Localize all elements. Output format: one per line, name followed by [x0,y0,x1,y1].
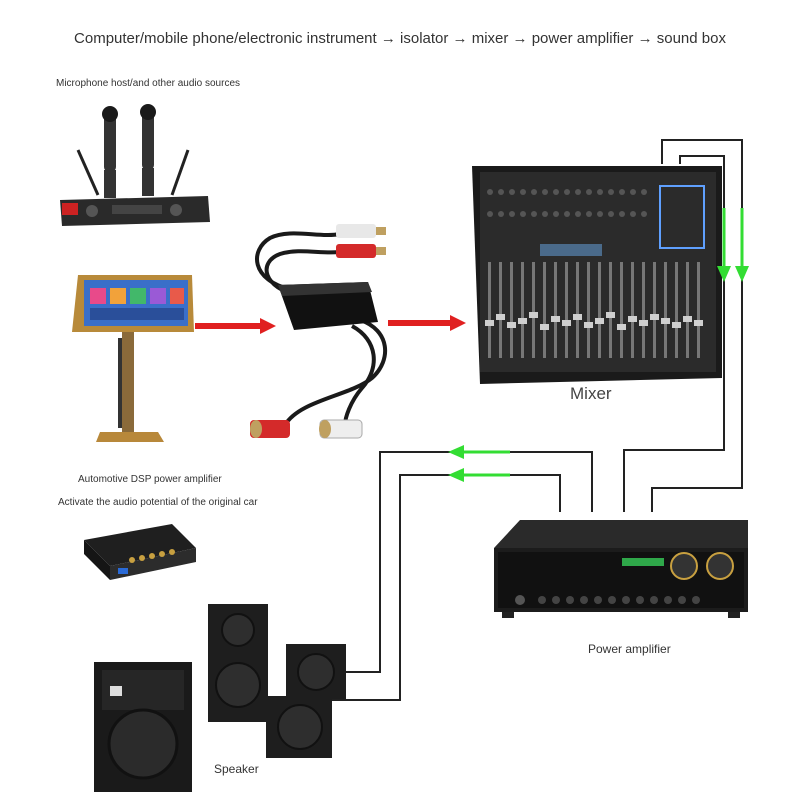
arrow-mixer-output-green [717,208,749,282]
connection-cables [332,139,743,701]
speakers-image [94,604,346,792]
automotive-dsp-image [84,524,196,580]
arrow-source-to-isolator [195,318,276,334]
microphone-receiver-image [60,104,210,226]
mixer-label: Mixer [570,384,612,403]
arrow-amplifier-to-speakers-green [448,445,510,482]
mixer-image [472,166,722,384]
speaker-label: Speaker [214,762,259,776]
power-amplifier-image [494,520,748,618]
automotive-dsp-label: Automotive DSP power amplifier [78,474,222,485]
karaoke-screen-image [72,275,194,442]
microphone-source-label: Microphone host/and other audio sources [56,78,241,89]
power-amplifier-label: Power amplifier [588,642,671,656]
activate-audio-label: Activate the audio potential of the orig… [58,497,258,508]
page-title: Computer/mobile phone/electronic instrum… [74,30,726,47]
ground-loop-isolator-image [255,231,388,427]
arrow-isolator-to-mixer [388,315,466,331]
